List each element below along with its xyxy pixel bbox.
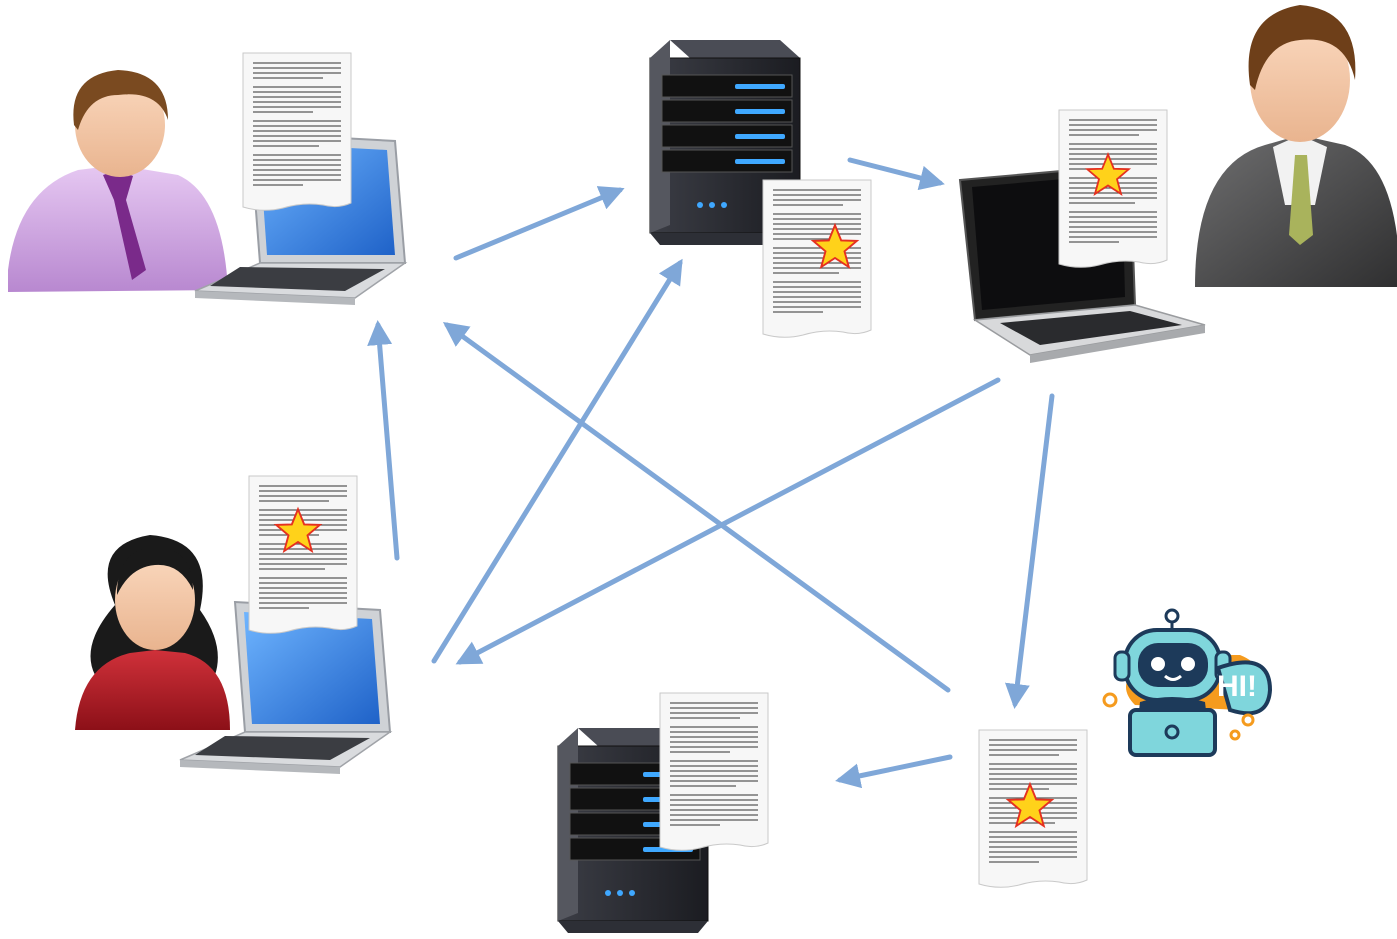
arrow-laptop-tr-to-laptop-bl: [455, 377, 1001, 665]
arrow-server-top-to-laptop-tr: [847, 157, 945, 191]
arrow-laptop-tl-to-server-top: [453, 186, 625, 261]
user-man-suit-icon: [1195, 5, 1397, 287]
document-server-top-icon: [762, 179, 872, 338]
bot-greeting-text: HI!: [1217, 670, 1257, 703]
arrow-laptop-tr-to-doc-bot: [1004, 393, 1055, 709]
arrow-bot-to-laptop-tl: [442, 322, 951, 693]
arrow-laptop-bl-to-laptop-tl: [367, 320, 400, 561]
document-bot-icon: [978, 729, 1088, 888]
user-woman-icon: [75, 535, 230, 730]
connection-arrows: [367, 157, 1055, 789]
arrow-laptop-bl-to-server-top: [431, 258, 683, 664]
document-top-left-icon: [242, 52, 352, 211]
document-server-bottom-icon: [659, 692, 769, 851]
chatbot-robot-icon: HI!: [1102, 608, 1273, 757]
arrow-doc-bot-to-server-bottom: [835, 754, 953, 789]
document-top-right-icon: [1058, 109, 1168, 268]
document-bottom-left-icon: [248, 475, 358, 634]
user-man-purple-icon: [8, 70, 228, 292]
